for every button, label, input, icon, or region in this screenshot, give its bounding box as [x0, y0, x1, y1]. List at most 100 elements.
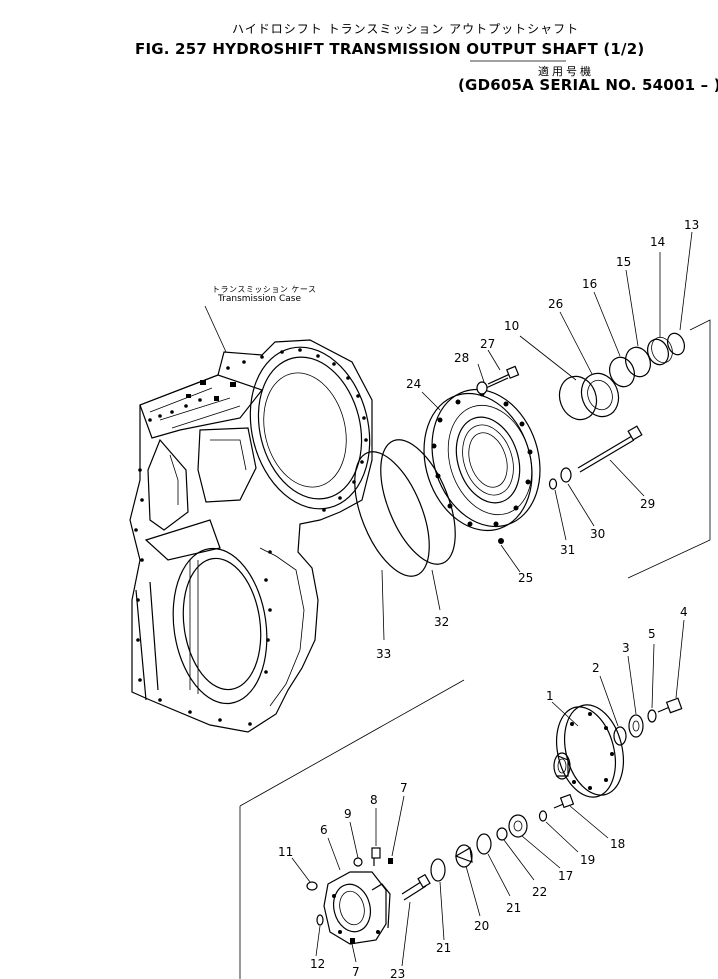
leader-5 — [651, 643, 655, 709]
leader-12 — [315, 925, 321, 957]
part-number: 20 — [474, 919, 489, 933]
leader-7-bottom — [351, 943, 357, 963]
part-number: 10 — [504, 319, 519, 333]
part-number: 7 — [400, 781, 408, 795]
leader-26 — [559, 311, 593, 375]
leader-11 — [291, 857, 311, 883]
ring-14 — [647, 338, 669, 366]
leader-13 — [679, 231, 693, 331]
cover-6 — [323, 871, 391, 945]
washer-22 — [496, 827, 508, 841]
nut-17 — [508, 814, 528, 838]
part-number: 26 — [548, 297, 563, 311]
seal-10 — [558, 375, 598, 421]
output-cage-24 — [423, 388, 541, 544]
part-number: 14 — [650, 235, 665, 249]
bolt-27 — [485, 365, 520, 389]
applicability-japanese: 適用号機 — [538, 65, 594, 78]
part-number: 22 — [532, 885, 547, 899]
leader-30 — [567, 483, 595, 527]
part-number: 12 — [310, 957, 325, 971]
part-number: 24 — [406, 377, 421, 391]
part-number-labels: 13 14 15 16 26 10 27 28 24 29 30 31 25 3… — [278, 218, 699, 979]
title-japanese: ハイドロシフト トランスミッション アウトプットシャフト — [232, 22, 580, 36]
bolt-18 — [553, 793, 575, 809]
leader-15 — [625, 269, 639, 347]
part-number: 6 — [320, 823, 328, 837]
part-number: 1 — [546, 689, 554, 703]
part-number: 18 — [610, 837, 625, 851]
leader-19 — [545, 821, 579, 853]
part-number: 25 — [518, 571, 533, 585]
part-number: 13 — [684, 218, 699, 232]
plug-11 — [306, 881, 318, 891]
part-number: 23 — [390, 967, 405, 979]
pin-7 — [388, 858, 393, 864]
output-flange-1 — [553, 704, 624, 798]
ring-15 — [625, 346, 651, 378]
transmission-case-label-japanese: トランスミッション ケース — [212, 285, 317, 294]
transmission-case-label: Transmission Case — [218, 294, 302, 304]
ring-16 — [609, 356, 635, 388]
leader-27 — [487, 349, 501, 371]
part-number: 11 — [278, 845, 293, 859]
leader-9 — [349, 821, 359, 859]
leader-4 — [675, 619, 685, 699]
fitting-23 — [401, 873, 431, 901]
ring-13 — [666, 332, 686, 356]
part-number: 29 — [640, 497, 655, 511]
part-number: 30 — [590, 527, 605, 541]
leader-18 — [569, 805, 609, 839]
washer-31 — [548, 478, 558, 490]
leader-23 — [401, 901, 411, 967]
part-number: 31 — [560, 543, 575, 557]
part-number: 28 — [454, 351, 469, 365]
bolt-4 — [657, 697, 683, 714]
o-ring-32 — [380, 439, 456, 565]
o-ring-33 — [354, 451, 430, 577]
part-number: 8 — [370, 793, 378, 807]
leader-21-right — [487, 853, 511, 897]
ring-21 — [476, 833, 492, 855]
leader-17 — [521, 835, 561, 869]
part-number: 2 — [592, 661, 600, 675]
washer-28 — [476, 381, 488, 395]
part-number: 16 — [582, 277, 597, 291]
part-number: 19 — [580, 853, 595, 867]
leader-32 — [431, 569, 441, 611]
washer-12 — [316, 914, 324, 926]
ring-21-left — [430, 858, 446, 882]
leader-31 — [554, 489, 567, 541]
washer-3 — [628, 714, 644, 738]
leader-24 — [421, 391, 441, 411]
transmission-case — [129, 339, 373, 733]
leader-33 — [381, 569, 385, 641]
gear-20 — [454, 844, 473, 868]
part-number: 4 — [680, 605, 688, 619]
bolt-29 — [577, 425, 643, 473]
leader-6 — [327, 837, 341, 871]
leader-10 — [519, 335, 577, 381]
case-label-leader — [204, 305, 227, 353]
part-number: 21 — [436, 941, 451, 955]
part-number: 7 — [352, 965, 360, 979]
part-number: 32 — [434, 615, 449, 629]
washer-19 — [538, 810, 548, 822]
leader-7-top — [391, 795, 405, 857]
leader-22 — [503, 839, 535, 881]
figure-title: FIG. 257 HYDROSHIFT TRANSMISSION OUTPUT … — [135, 40, 645, 58]
part-number: 5 — [648, 627, 656, 641]
leader-21-left — [439, 881, 445, 941]
part-number: 33 — [376, 647, 391, 661]
washer-30 — [560, 467, 572, 483]
bolt-8 — [371, 847, 381, 866]
leader-25 — [500, 544, 521, 573]
leader-2 — [599, 675, 619, 727]
leader-20 — [465, 865, 481, 917]
washer-9 — [353, 857, 363, 867]
part-number: 9 — [344, 807, 352, 821]
pin-7-lower — [350, 938, 355, 944]
leader-29 — [609, 459, 645, 497]
